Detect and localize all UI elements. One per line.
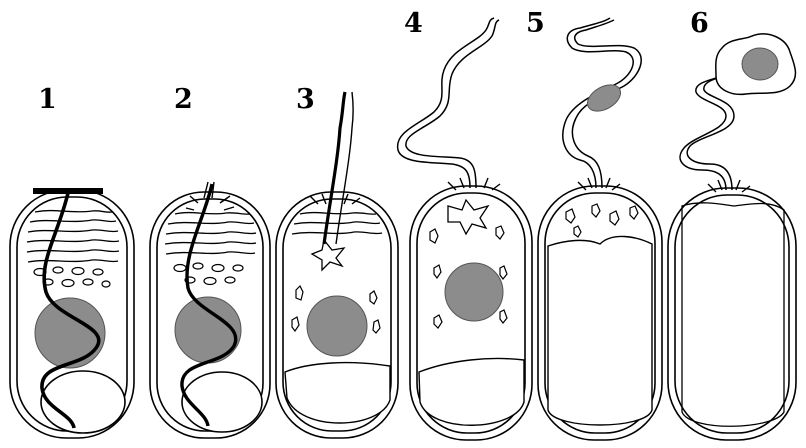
cytoplasm-boundary bbox=[548, 236, 652, 425]
stage-label-5: 5 bbox=[526, 8, 545, 39]
membrane-remnant bbox=[448, 200, 488, 234]
membrane-stack bbox=[292, 213, 382, 234]
extended-flagellum bbox=[324, 92, 345, 244]
released-nucleus bbox=[742, 48, 778, 80]
vacuole bbox=[419, 359, 524, 426]
stage-3-cell bbox=[276, 92, 398, 438]
discharged-tube-inner bbox=[687, 76, 734, 190]
stage-1-cell bbox=[10, 190, 134, 438]
stage-label-3: 3 bbox=[296, 84, 315, 115]
extruded-flagellum-inner bbox=[406, 20, 499, 188]
stage-label-6: 6 bbox=[690, 8, 709, 39]
stage-2-cell bbox=[150, 182, 270, 438]
empty-cytoplasm bbox=[682, 203, 784, 426]
cell-wall-inner bbox=[675, 195, 789, 433]
membrane-stack bbox=[27, 211, 119, 262]
stage-label-2: 2 bbox=[174, 84, 193, 115]
vacuole bbox=[182, 372, 262, 432]
stage-4-cell bbox=[398, 18, 532, 440]
vacuole bbox=[285, 363, 390, 423]
migrating-nucleus bbox=[583, 79, 625, 116]
flagellum-base bbox=[578, 178, 620, 190]
flagellum-outline bbox=[336, 92, 353, 244]
membrane-stack bbox=[165, 213, 256, 254]
vacuole bbox=[41, 371, 125, 433]
cell-wall-outer bbox=[668, 188, 796, 440]
nucleus bbox=[445, 263, 503, 321]
nucleus bbox=[307, 296, 367, 356]
vesicles bbox=[174, 263, 243, 285]
discharged-tube bbox=[680, 76, 726, 190]
membrane-remnant bbox=[312, 240, 344, 270]
extruded-flagellum bbox=[398, 18, 494, 188]
stage-6-cell bbox=[668, 34, 796, 440]
vesicles bbox=[566, 204, 638, 237]
stage-5-cell bbox=[538, 18, 662, 440]
stage-label-4: 4 bbox=[404, 8, 423, 39]
stage-label-1: 1 bbox=[38, 84, 57, 115]
flagellum-base bbox=[708, 180, 750, 192]
